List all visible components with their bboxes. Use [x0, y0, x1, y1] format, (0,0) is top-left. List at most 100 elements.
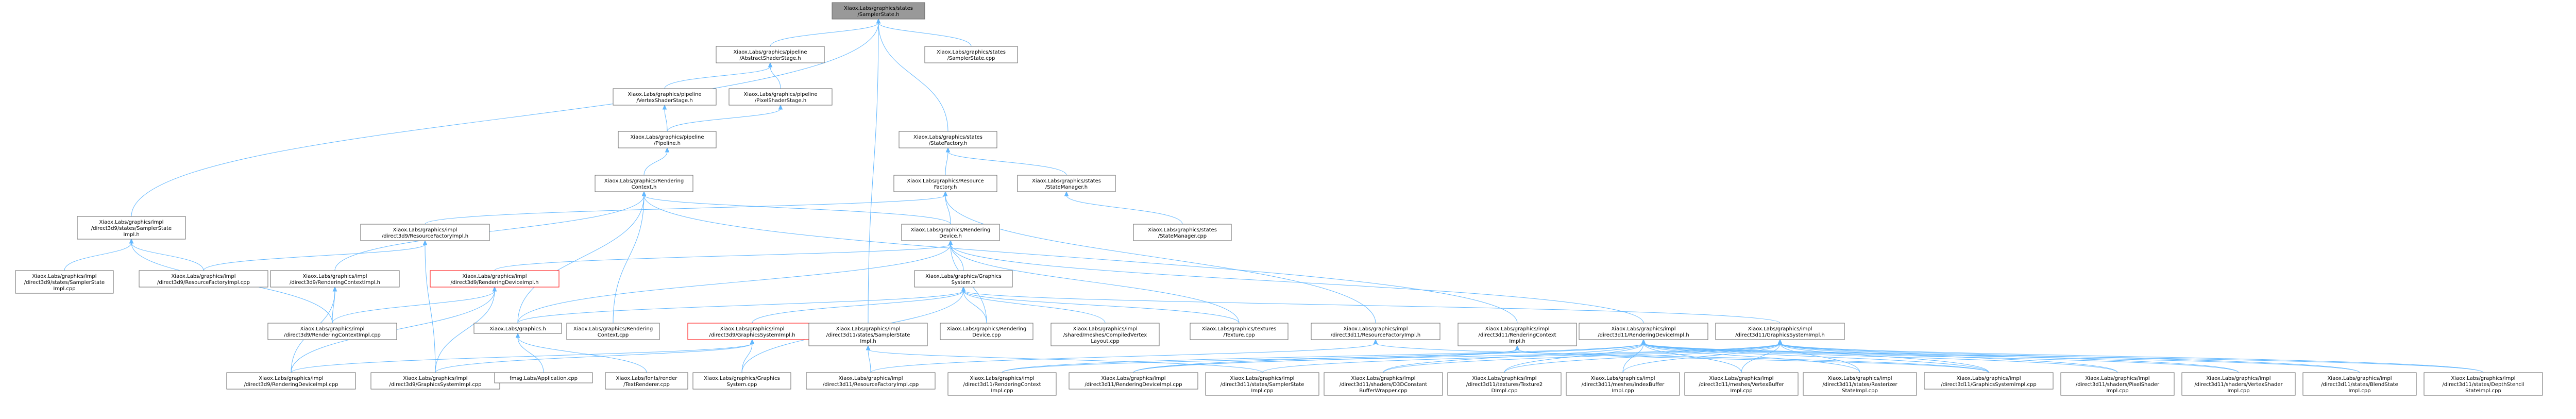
graph-node[interactable]: Xiaox.Labs/graphics/impl/direct3d11/Reso… [1311, 323, 1440, 340]
graph-node-label: Layout.cpp [1091, 339, 1119, 344]
graph-node[interactable]: Xiaox.Labs/graphics/impl/direct3d11/shad… [1324, 372, 1443, 396]
graph-node-box [1324, 372, 1443, 396]
arrowhead [961, 286, 966, 292]
graph-node-label: /shared/meshes/CompiledVertex [1063, 332, 1147, 338]
graph-node[interactable]: Xiaox.Labs/graphics/impl/direct3d9/Resou… [360, 224, 490, 241]
graph-node[interactable]: Xiaox.Labs/graphics/impl/direct3d11/stat… [2424, 372, 2543, 396]
graph-node-label: Xiaox.Labs/graphics/impl [99, 220, 163, 225]
graph-node[interactable]: Xiaox.Labs/graphics/impl/direct3d9/Rende… [226, 372, 356, 390]
dependency-edge [1002, 349, 1518, 373]
graph-node-label: /Pipeline.h [654, 141, 681, 146]
dependency-edge [878, 22, 972, 47]
arrowhead [665, 147, 670, 153]
graph-node-label: System.h [952, 280, 976, 286]
dependency-edge [1383, 343, 1644, 373]
graph-node[interactable]: Xiaox.Labs/graphics/impl/direct3d9/state… [77, 216, 186, 240]
graph-node[interactable]: Xiaox.Labs/graphics/GraphicsSystem.h [914, 270, 1013, 288]
graph-node[interactable]: Xiaox.Labs/graphics/states/StateManager.… [1133, 224, 1232, 241]
graph-node[interactable]: fmsg.Labs/Application.cpp [494, 372, 593, 383]
graph-node-box [360, 224, 490, 241]
dependency-edge [1780, 343, 1989, 373]
graph-node[interactable]: Xiaox.Labs/graphics/GraphicsSystem.cpp [692, 372, 791, 390]
graph-node-label: Xiaox.Labs/graphics/impl [1611, 326, 1675, 332]
dependency-edge [517, 337, 647, 373]
graph-node[interactable]: Xiaox.Labs/graphics/impl/direct3d9/Graph… [687, 323, 817, 340]
graph-node[interactable]: Xiaox.Labs/graphics/impl/direct3d9/Rende… [270, 270, 400, 288]
graph-node[interactable]: Xiaox.Labs/graphics/impl/direct3d9/Rende… [267, 323, 397, 340]
dependency-edge [64, 242, 132, 271]
graph-node[interactable]: Xiaox.Labs/graphics/impl/direct3d11/Rend… [1458, 323, 1577, 346]
graph-node-label: Xiaox.Labs/graphics/impl [2085, 376, 2149, 381]
graph-node[interactable]: Xiaox.Labs/graphics/impl/direct3d11/Rend… [947, 372, 1057, 396]
graph-node[interactable]: Xiaox.Labs/graphics/impl/direct3d9/state… [15, 270, 114, 294]
graph-node[interactable]: Xiaox.Labs/graphics/pipeline/Pipeline.h [618, 131, 717, 148]
dependency-edge [868, 22, 879, 324]
graph-node-label: Xiaox.Labs/graphics/states [1148, 227, 1217, 233]
graph-node[interactable]: Xiaox.Labs/graphics/pipeline/PixelShader… [728, 88, 833, 106]
graph-node[interactable]: Xiaox.Labs/graphics/RenderingContext.cpp [566, 323, 660, 340]
graph-node-box [370, 372, 500, 390]
graph-node[interactable]: Xiaox.Labs/graphics/pipeline/AbstractSha… [716, 46, 825, 63]
graph-node[interactable]: Xiaox.Labs/graphics/RenderingDevice.h [901, 224, 1000, 241]
graph-node[interactable]: Xiaox.Labs/graphics/states/StateFactory.… [899, 131, 997, 148]
graph-node-label: Xiaox.Labs/graphics/Rendering [911, 227, 990, 233]
node-layer: Xiaox.Labs/graphics/states/SamplerState.… [15, 2, 2543, 396]
graph-node-label: Xiaox.Labs/graphics/impl [302, 274, 367, 279]
graph-node[interactable]: Xiaox.Labs/graphics/impl/direct3d11/Reso… [806, 372, 936, 390]
graph-node[interactable]: Xiaox.Labs/graphics/impl/direct3d9/Graph… [370, 372, 500, 390]
graph-node-label: Device.cpp [972, 332, 1001, 338]
graph-node[interactable]: Xiaox.Labs/graphics/impl/direct3d11/text… [1447, 372, 1562, 396]
dependency-edge [517, 244, 951, 324]
graph-node-label: /direct3d11/ResourceFactoryImpl.h [1331, 332, 1420, 338]
graph-node[interactable]: Xiaox.Labs/graphics/ResourceFactory.h [893, 175, 997, 192]
graph-node[interactable]: Xiaox.Labs/graphics/impl/direct3d9/Rende… [430, 270, 560, 288]
graph-node-box [806, 372, 936, 390]
graph-node[interactable]: Xiaox.Labs/graphics/impl/direct3d11/mesh… [1684, 372, 1799, 396]
dependency-edge [770, 22, 879, 47]
graph-node[interactable]: Xiaox.Labs/graphics/impl/direct3d9/Resou… [139, 270, 268, 288]
graph-node[interactable]: Xiaox.Labs/graphics/impl/direct3d11/shad… [2181, 372, 2296, 396]
dependency-edge [1741, 343, 1781, 373]
graph-node-label: /StateManager.h [1045, 185, 1088, 190]
graph-node[interactable]: Xiaox.Labs/graphics/impl/direct3d11/shad… [2060, 372, 2175, 396]
graph-node[interactable]: Xiaox.Labs/graphics/impl/direct3d11/stat… [1803, 372, 1917, 396]
graph-node-label: Xiaox.Labs/graphics/states [913, 135, 982, 140]
graph-node[interactable]: Xiaox.Labs/graphics/RenderingContext.h [595, 175, 693, 192]
dependency-edge [963, 290, 1781, 324]
dependency-edge [1133, 349, 1518, 373]
dependency-edge [1383, 343, 1781, 373]
graph-node[interactable]: Xiaox.Labs/graphics.h [473, 323, 562, 334]
graph-node[interactable]: Xiaox.Labs/graphics/states/SamplerState.… [832, 2, 925, 20]
graph-node[interactable]: Xiaox.Labs/graphics/impl/direct3d11/stat… [1205, 372, 1319, 396]
graph-node[interactable]: Xiaox.Labs/graphics/impl/direct3d11/Rend… [1069, 372, 1198, 390]
dependency-edge [963, 290, 1240, 324]
arrowhead [332, 286, 337, 292]
graph-node-label: Xiaox.Labs/graphics/impl [1101, 376, 1165, 381]
graph-node[interactable]: Xiaox.Labs/graphics/impl/direct3d11/Grap… [1924, 372, 2054, 390]
graph-node[interactable]: Xiaox.Labs/graphics/states/StateManager.… [1017, 175, 1116, 192]
arrowhead [662, 104, 667, 110]
dependency-edge [1643, 343, 2118, 373]
graph-node[interactable]: Xiaox.Labs/graphics/textures/Texture.cpp [1190, 323, 1289, 340]
graph-node[interactable]: Xiaox.Labs/fonts/render/TextRenderer.cpp [605, 372, 688, 390]
graph-node-box [728, 88, 833, 106]
graph-node[interactable]: Xiaox.Labs/graphics/impl/direct3d11/stat… [808, 323, 928, 346]
graph-node-label: Context.cpp [598, 332, 629, 338]
graph-node-box [2181, 372, 2296, 396]
graph-node[interactable]: Xiaox.Labs/graphics/states/SamplerState.… [924, 46, 1018, 63]
graph-node-label: Xiaox.Labs/graphics/Rendering [604, 178, 684, 184]
graph-node[interactable]: Xiaox.Labs/graphics/impl/direct3d11/stat… [2302, 372, 2417, 396]
graph-node[interactable]: Xiaox.Labs/graphics/RenderingDevice.cpp [940, 323, 1033, 340]
graph-node[interactable]: Xiaox.Labs/graphics/pipeline/VertexShade… [613, 88, 717, 106]
graph-node-label: Impl.h [1509, 339, 1525, 344]
graph-node[interactable]: Xiaox.Labs/graphics/impl/direct3d11/Grap… [1715, 323, 1845, 340]
arrowhead [768, 62, 773, 68]
graph-node[interactable]: Xiaox.Labs/graphics/impl/direct3d11/Rend… [1579, 323, 1708, 340]
graph-node-label: StateImpl.cpp [2465, 388, 2501, 394]
graph-node[interactable]: Xiaox.Labs/graphics/impl/shared/meshes/C… [1050, 323, 1160, 346]
arrowhead [492, 286, 497, 292]
graph-node-box [267, 323, 397, 340]
graph-node-label: Xiaox.Labs/graphics/pipeline [630, 135, 704, 140]
graph-node[interactable]: Xiaox.Labs/graphics/impl/direct3d11/mesh… [1566, 372, 1680, 396]
dependency-edge [1780, 343, 2360, 373]
